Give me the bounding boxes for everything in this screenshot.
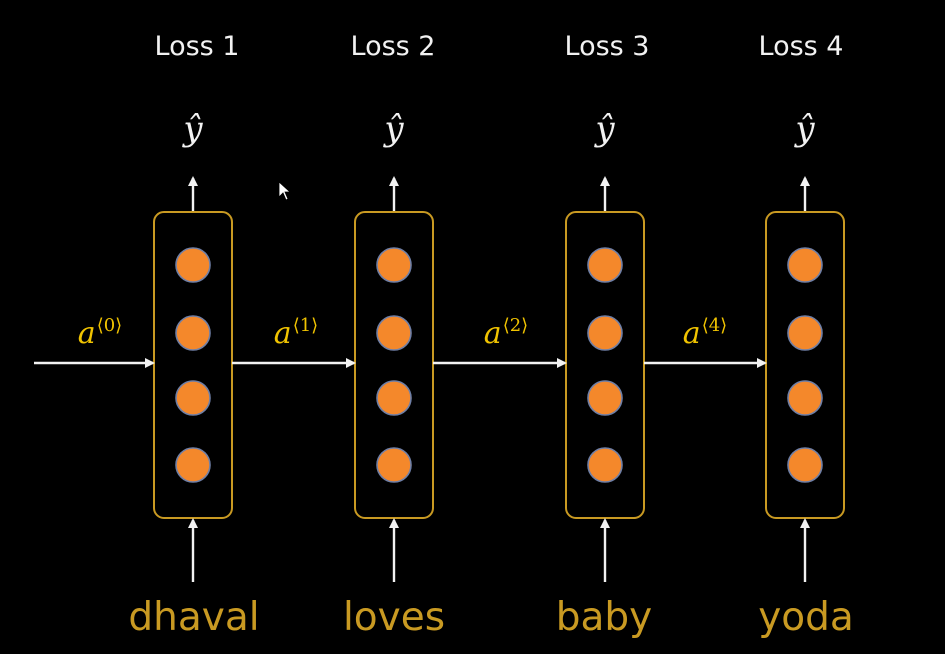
hidden-state-superscript: ⟨0⟩ xyxy=(97,315,123,336)
hidden-state-symbol: a xyxy=(78,316,96,351)
hidden-state-symbol: a xyxy=(683,316,701,351)
neuron-node xyxy=(587,315,623,351)
mouse-pointer-icon xyxy=(278,181,292,201)
output-yhat-label: ŷ xyxy=(593,109,615,149)
neuron-node xyxy=(175,315,211,351)
neuron-node xyxy=(787,247,823,283)
loss-label: Loss 3 xyxy=(565,31,650,62)
input-word-label: loves xyxy=(343,595,445,640)
hidden-state-superscript: ⟨4⟩ xyxy=(702,315,728,336)
neuron-node xyxy=(587,247,623,283)
neuron-node xyxy=(787,380,823,416)
neuron-node xyxy=(587,380,623,416)
input-word-label: yoda xyxy=(758,595,854,640)
neuron-node xyxy=(787,447,823,483)
neuron-node xyxy=(376,247,412,283)
neuron-node xyxy=(376,315,412,351)
input-word-label: baby xyxy=(556,595,653,640)
output-yhat-label: ŷ xyxy=(181,109,203,149)
output-yhat-label: ŷ xyxy=(382,109,404,149)
neuron-node xyxy=(587,447,623,483)
hidden-state-superscript: ⟨2⟩ xyxy=(503,315,529,336)
neuron-node xyxy=(787,315,823,351)
hidden-state-superscript: ⟨1⟩ xyxy=(293,315,319,336)
neuron-node xyxy=(376,380,412,416)
loss-label: Loss 1 xyxy=(155,31,240,62)
hidden-state-symbol: a xyxy=(274,316,292,351)
neuron-node xyxy=(175,447,211,483)
hidden-state-label: a⟨1⟩ xyxy=(274,315,318,351)
hidden-state-label: a⟨0⟩ xyxy=(78,315,122,351)
output-yhat-label: ŷ xyxy=(793,109,815,149)
neuron-node xyxy=(175,380,211,416)
loss-label: Loss 2 xyxy=(351,31,436,62)
hidden-state-label: a⟨2⟩ xyxy=(484,315,528,351)
hidden-state-symbol: a xyxy=(484,316,502,351)
neuron-node xyxy=(376,447,412,483)
loss-label: Loss 4 xyxy=(759,31,844,62)
neuron-node xyxy=(175,247,211,283)
hidden-state-label: a⟨4⟩ xyxy=(683,315,727,351)
input-word-label: dhaval xyxy=(128,595,259,640)
